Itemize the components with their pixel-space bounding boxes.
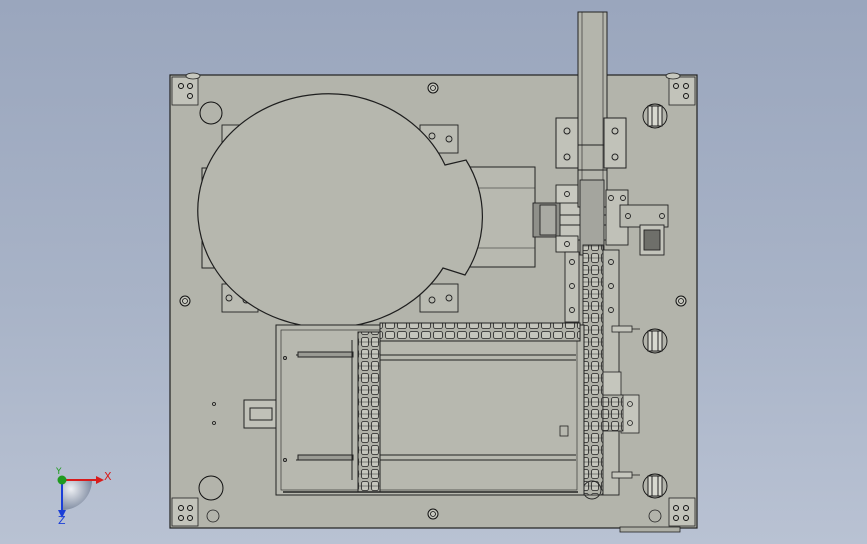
x-axis-label: X [104, 470, 112, 483]
right-slot-holes [642, 103, 668, 499]
z-axis-label: Z [58, 514, 66, 527]
corner-block-bottom-right [648, 497, 696, 527]
y-axis-label: Y [55, 467, 62, 477]
side-sensors [602, 325, 640, 479]
plate-holes [179, 82, 687, 520]
vertical-chain [564, 244, 620, 500]
vertical-arm [555, 11, 627, 208]
corner-block-top-left [171, 72, 201, 106]
corner-block-top-right [665, 72, 696, 106]
conveyor-frame [243, 322, 585, 496]
corner-block-bottom-left [171, 497, 220, 527]
sprocket-block [579, 179, 669, 256]
coordinate-triad: X Y Z [55, 467, 112, 527]
